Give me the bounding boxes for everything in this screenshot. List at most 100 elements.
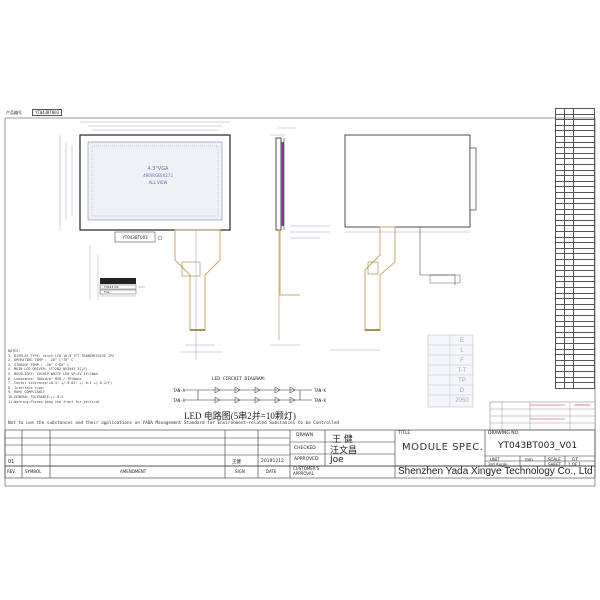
pin-table-cell	[573, 309, 595, 316]
pin-table-cell	[573, 108, 595, 115]
front-view	[59, 121, 231, 360]
pin-table-row	[554, 292, 595, 300]
fpc-detail-row2: T4L	[104, 290, 110, 294]
rear-view	[330, 134, 477, 351]
pin-table	[554, 108, 595, 389]
pin-table-cell	[564, 287, 575, 294]
pin-table-cell	[564, 359, 575, 367]
customer-label2: APPROVAL	[293, 471, 314, 476]
legend-table-frame	[427, 334, 474, 408]
pin-table-cell	[573, 370, 595, 378]
fpc-detail-row1: T4013 CR	[104, 285, 119, 289]
pin-table-cell	[564, 315, 575, 322]
pin-table-row	[554, 281, 595, 288]
side-fpc	[279, 230, 300, 296]
note-line: 5. BACKLIGHT: 10CHIP-WHITE LED VF=3V IF=…	[8, 371, 98, 376]
pin-table-cell	[573, 113, 595, 121]
side-panel	[275, 137, 282, 231]
checked-name: 汪文昌	[330, 446, 358, 456]
fpc-detail	[89, 245, 145, 300]
pin-table-cell	[573, 119, 595, 126]
amendment-label: AMENDMENT	[120, 469, 147, 474]
pin-table-row	[554, 365, 595, 372]
drawn-name: 王 健	[332, 435, 353, 445]
scale-label: SCALE	[548, 457, 561, 462]
led-left-top: TAN-A	[173, 388, 186, 393]
legend-cell: T-T	[457, 368, 467, 374]
unit-value: mm	[525, 457, 533, 462]
pin-table-cell	[564, 113, 575, 121]
pin-table-cell	[573, 259, 595, 266]
lcd-view: ALL VIEW	[148, 180, 168, 185]
pin-table-cell	[564, 298, 575, 305]
approved-label: APPROVED	[294, 457, 319, 462]
pin-table-row	[554, 320, 595, 328]
pin-table-cell	[564, 264, 575, 272]
revision-table-frame	[489, 401, 596, 431]
pin-table-cell	[564, 108, 575, 115]
side-view	[270, 127, 330, 346]
led-right-bottom: TAN-K	[314, 398, 327, 403]
pin-table-cell	[573, 270, 595, 277]
pin-table-cell	[573, 264, 595, 272]
lcd-inner-area	[91, 145, 219, 217]
pin-table-cell	[564, 354, 575, 361]
notes-block: NOTES: 1. DISPLAY TYPE: 4inch LCD 16:9 T…	[8, 349, 114, 404]
led-right-top: TAN-K	[314, 388, 327, 393]
pin-table-row	[554, 108, 595, 115]
pin-table-cell	[573, 348, 595, 356]
led-circuit	[185, 386, 312, 404]
pin-table-cell	[564, 119, 575, 126]
pin-table-cell	[564, 320, 575, 328]
pin-table-cell	[564, 259, 575, 266]
pin-table-cell	[564, 309, 575, 316]
pin-table-cell	[564, 270, 575, 277]
legend-cell: 2050	[455, 398, 469, 404]
pin-table-row	[554, 370, 595, 378]
pin-table-row	[554, 119, 595, 126]
date-label: DATE	[266, 469, 277, 474]
note-line: 3. STORAGE TEMP : -30° C~80° C	[8, 362, 70, 367]
lcd-size: 4.3"VGA	[147, 166, 169, 172]
pin-table-cell	[573, 292, 595, 300]
pin-table-cell	[564, 281, 575, 288]
pin-table-cell	[573, 359, 595, 367]
lcd-active-area	[87, 141, 223, 221]
pin-table-cell	[564, 342, 575, 350]
checked-label: CHECKED	[294, 446, 316, 451]
pin-table-cell	[564, 331, 575, 339]
customer-label: CUSTOMER'S	[293, 466, 320, 471]
scale-value: FIT	[572, 457, 578, 462]
pin-table-cell	[573, 382, 595, 389]
pin-table-cell	[573, 315, 595, 322]
note-line: 6. Luminance: 300cd/m² MIN / TP=None	[8, 376, 82, 381]
pin-table-cell	[564, 370, 575, 378]
pin-table-row	[554, 309, 595, 316]
rear-outline	[344, 134, 471, 228]
pin-table-cell	[564, 382, 575, 389]
part-label-text: 产品编号	[6, 110, 22, 115]
approved-name: Joe	[330, 455, 344, 465]
sheet-value: 1 OF 1	[568, 462, 582, 467]
pin-table-cell	[573, 342, 595, 350]
note-line: 7. Center tolerance:+0.5: +/-0.05: +/-0.…	[8, 381, 113, 386]
pin-table-cell	[573, 303, 595, 311]
pin-table-cell	[573, 354, 595, 361]
pin-table-row	[554, 354, 595, 361]
pin-table-cell	[573, 320, 595, 328]
pin-table-row	[554, 315, 595, 322]
pin-table-cell	[573, 275, 595, 283]
sheet-label: SHEET	[548, 462, 562, 467]
notes-title: NOTES:	[8, 349, 21, 353]
fpc-label: YT043BT003	[122, 235, 148, 240]
pin-table-row	[554, 113, 595, 121]
company-name: Shenzhen Yada Xingye Technology Co., Ltd	[398, 466, 593, 477]
pin-table-cell	[564, 292, 575, 300]
legend-cell: D	[459, 388, 465, 394]
pin-table-cell	[564, 337, 575, 344]
pin-table-row	[554, 298, 595, 305]
pin-table-row	[554, 382, 595, 389]
pin-table-row	[554, 326, 595, 333]
title-value: MODULE SPEC.	[402, 442, 484, 453]
pin-table-row	[554, 331, 595, 339]
